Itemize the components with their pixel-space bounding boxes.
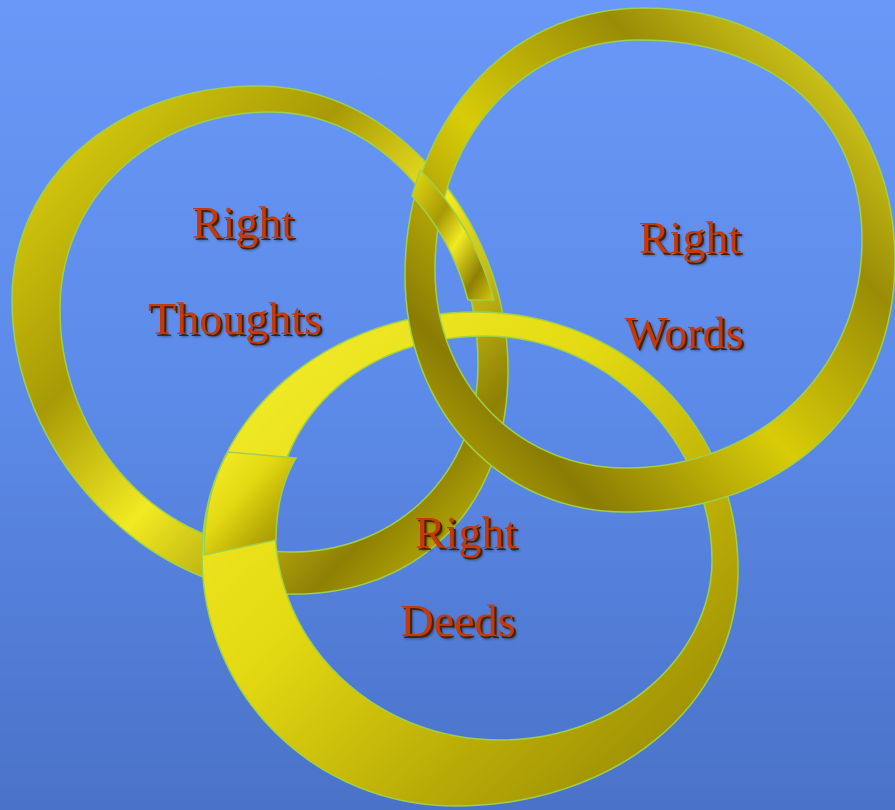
deeds-line2: Deeds xyxy=(401,598,516,644)
thoughts-line1: Right xyxy=(192,200,294,246)
words-line1: Right xyxy=(639,215,741,261)
deeds-line1: Right xyxy=(415,510,517,556)
words-line2: Words xyxy=(625,310,744,356)
thoughts-line2: Thoughts xyxy=(148,296,322,342)
ring-deeds-overlap xyxy=(204,452,296,555)
